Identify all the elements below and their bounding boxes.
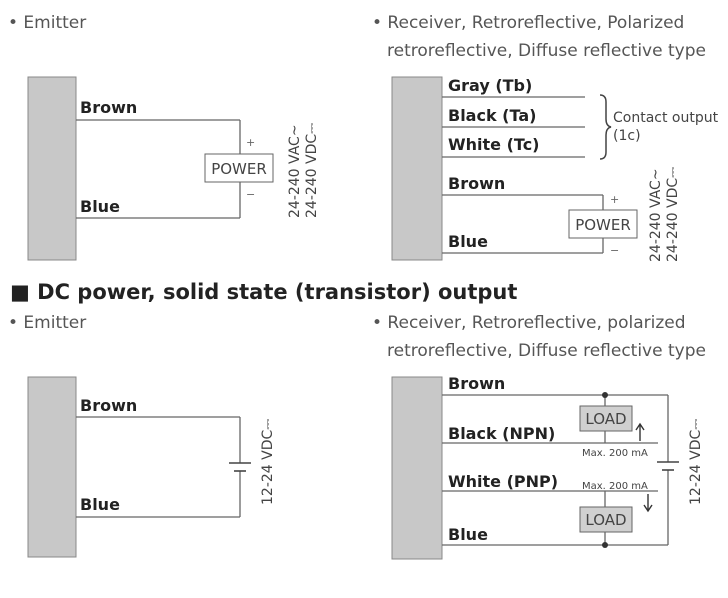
- top-emitter-minus: −: [246, 188, 255, 201]
- top-receiver-voltage-ac: 24-240 VAC~: [648, 168, 664, 262]
- top-emitter-blue-label: Blue: [80, 197, 120, 216]
- top-receiver-label-line1: • Receiver, Retroreflective, Polarized: [372, 13, 684, 33]
- pnp-load-box: [579, 506, 633, 533]
- brown-junction-dot: [602, 392, 608, 398]
- npn-max-current: Max. 200 mA: [582, 448, 648, 459]
- top-receiver-black-label: Black (Ta): [448, 106, 536, 125]
- bottom-emitter-label: • Emitter: [8, 313, 86, 333]
- top-emitter-sensor-body: [27, 76, 77, 261]
- top-receiver-brown-label: Brown: [448, 174, 505, 193]
- contact-output-type: (1c): [613, 128, 641, 144]
- bottom-receiver-black-label: Black (NPN): [448, 424, 555, 443]
- npn-load-label: LOAD: [585, 410, 626, 428]
- section-title: ■ DC power, solid state (transistor) out…: [10, 280, 517, 304]
- npn-current-arrow: [635, 422, 645, 441]
- bottom-receiver-voltage-dc: 12-24 VDC⎓: [688, 419, 704, 505]
- bottom-receiver-white-label: White (PNP): [448, 472, 558, 491]
- contact-output-brace: [599, 94, 612, 160]
- bottom-emitter-blue-label: Blue: [80, 495, 120, 514]
- bottom-receiver-label-line1: • Receiver, Retroreflective, polarized: [372, 313, 686, 333]
- bottom-emitter-sensor-body: [27, 376, 77, 558]
- top-receiver-voltage-dc: 24-240 VDC⎓: [665, 167, 681, 262]
- top-receiver-blue-label: Blue: [448, 232, 488, 251]
- npn-load-box: [579, 405, 633, 432]
- bottom-emitter-voltage-dc: 12-24 VDC⎓: [260, 419, 276, 505]
- pnp-load-label: LOAD: [585, 511, 626, 529]
- top-emitter-plus: +: [246, 136, 255, 149]
- top-receiver-minus: −: [610, 244, 619, 257]
- bottom-receiver-label-line2: retroreflective, Diffuse reflective type: [387, 341, 706, 361]
- bottom-receiver-sensor-body: [391, 376, 443, 560]
- pnp-current-arrow: [643, 494, 653, 513]
- top-receiver-label-line2: retroreflective, Diffuse reflective type: [387, 41, 706, 61]
- pnp-max-current: Max. 200 mA: [582, 481, 648, 492]
- bottom-receiver-blue-label: Blue: [448, 525, 488, 544]
- top-emitter-voltage-ac: 24-240 VAC~: [287, 124, 303, 218]
- top-receiver-plus: +: [610, 193, 619, 206]
- top-emitter-label: • Emitter: [8, 13, 86, 33]
- top-receiver-power-box: [568, 209, 638, 239]
- bottom-receiver-brown-label: Brown: [448, 374, 505, 393]
- top-receiver-sensor-body: [391, 76, 443, 261]
- top-emitter-brown-label: Brown: [80, 98, 137, 117]
- top-receiver-gray-label: Gray (Tb): [448, 76, 532, 95]
- bottom-emitter-brown-label: Brown: [80, 396, 137, 415]
- contact-output-label: Contact output: [613, 110, 719, 126]
- blue-junction-dot: [602, 542, 608, 548]
- top-emitter-power-box: [204, 153, 274, 183]
- top-receiver-white-label: White (Tc): [448, 135, 540, 154]
- top-emitter-power-label: POWER: [211, 160, 267, 178]
- top-receiver-power-label: POWER: [575, 216, 631, 234]
- top-emitter-voltage-dc: 24-240 VDC⎓: [304, 123, 320, 218]
